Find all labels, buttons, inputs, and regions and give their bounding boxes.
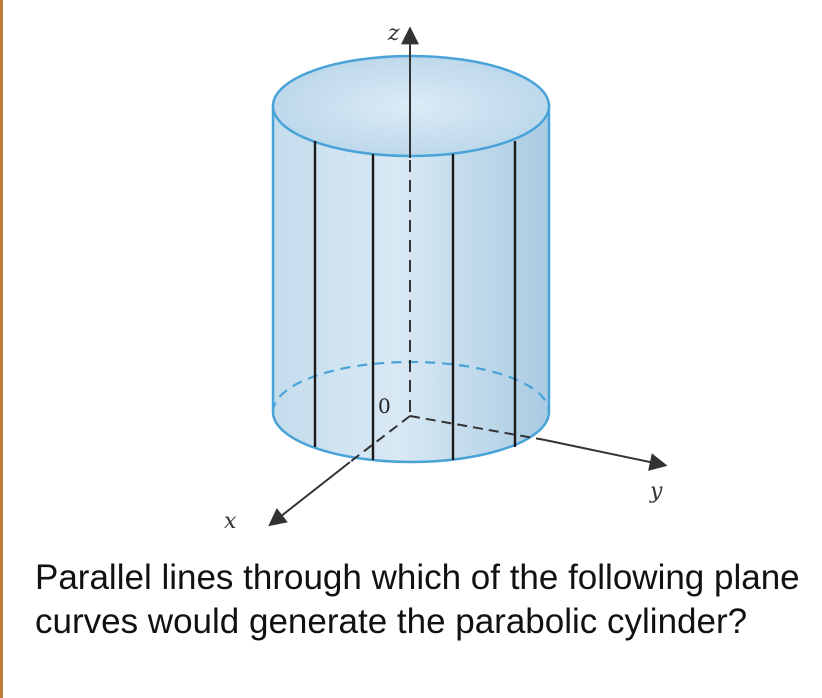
x-axis-hidden xyxy=(349,415,411,463)
origin-label: 0 xyxy=(378,394,391,418)
x-axis-label: x xyxy=(224,509,237,534)
z-axis-label: z xyxy=(387,21,400,46)
cylinder-figure: z y x 0 xyxy=(224,21,668,534)
x-axis xyxy=(268,461,351,527)
left-border-rule xyxy=(0,0,3,698)
question-text: Parallel lines through which of the foll… xyxy=(35,558,800,641)
y-axis-label: y xyxy=(649,479,663,504)
y-axis-hidden xyxy=(409,415,546,441)
y-axis xyxy=(544,439,668,471)
